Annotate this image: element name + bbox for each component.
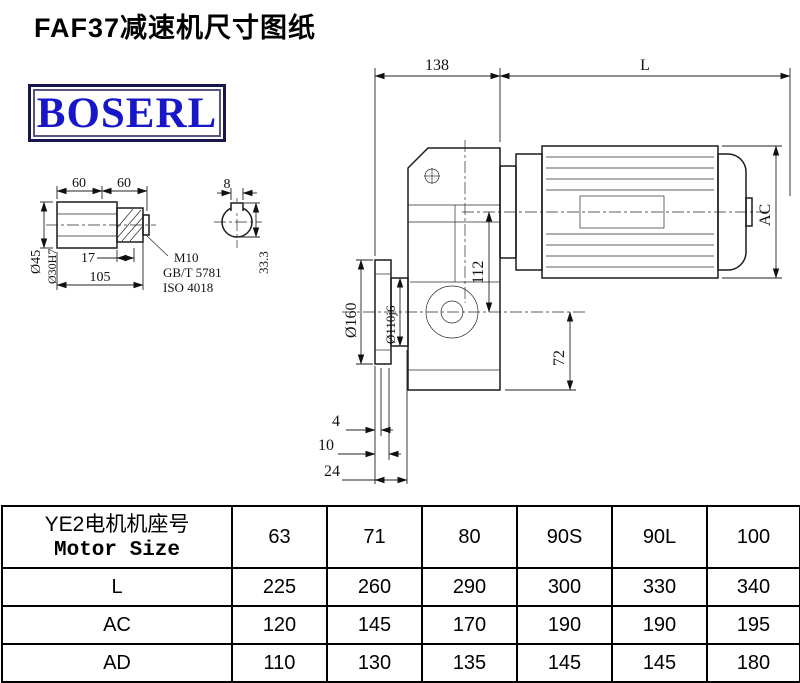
keyway-slot <box>230 202 244 211</box>
dim-offset-c: 24 <box>324 463 340 480</box>
dim-key-len: 17 <box>81 251 95 266</box>
dim-offset-b: 10 <box>318 437 334 454</box>
column-header: 80 <box>421 505 518 569</box>
dim-axis-to-base: 72 <box>551 350 568 366</box>
page-title: FAF37减速机尺寸图纸 <box>34 13 317 43</box>
row-label: L <box>1 567 233 607</box>
column-header: 90L <box>611 505 708 569</box>
dim-center-dist: 112 <box>470 261 487 284</box>
dim-shaft-len-b: 60 <box>117 176 131 191</box>
output-bearing-boss <box>425 285 479 339</box>
dim-shaft-len-a: 60 <box>72 176 86 191</box>
dim-shaft-total-len: 105 <box>90 270 111 285</box>
technical-drawing: 60 60 Ø45 Ø30H7 17 105 M10 GB/T 5781 ISO… <box>29 57 791 484</box>
table-cell: 195 <box>706 605 800 645</box>
column-header: 100 <box>706 505 800 569</box>
dim-motor-length: L <box>640 57 650 74</box>
motor-endcap <box>717 153 747 271</box>
shaft-section-detail: 8 33.3 <box>214 177 271 274</box>
table-cell: 130 <box>326 643 423 683</box>
table-row-L: L 225 260 290 300 330 340 <box>1 567 800 607</box>
table-row-AD: AD 110 130 135 145 145 180 <box>1 643 800 683</box>
table-cell: 190 <box>516 605 613 645</box>
fan-cover-stub <box>745 197 753 227</box>
table-cell: 340 <box>706 567 800 607</box>
table-cell: 260 <box>326 567 423 607</box>
dim-gearbox-width: 138 <box>425 57 449 74</box>
table-cell: 110 <box>231 643 328 683</box>
shaft-detail: 60 60 Ø45 Ø30H7 17 105 M10 GB/T 5781 ISO… <box>29 176 222 295</box>
dim-key-height: 33.3 <box>256 251 271 274</box>
dim-offset-a: 4 <box>332 413 340 430</box>
dim-spigot-dia: Ø110j6 <box>383 305 398 344</box>
column-header: 71 <box>326 505 423 569</box>
table-cell: 290 <box>421 567 518 607</box>
column-header: 63 <box>231 505 328 569</box>
row-label: AC <box>1 605 233 645</box>
dim-motor-height: AC <box>757 204 774 226</box>
dim-flange-dia: Ø160 <box>343 302 360 338</box>
dimension-table: YE2电机机座号 Motor Size 63 71 80 90S 90L 100… <box>1 505 800 683</box>
motor-size-header-cn: YE2电机机座号 <box>44 512 190 536</box>
table-cell: 225 <box>231 567 328 607</box>
table-cell: 190 <box>611 605 708 645</box>
thread-std2-label: ISO 4018 <box>163 280 213 295</box>
main-view: 138 L AC 112 72 Ø160 Ø110j6 4 10 <box>318 57 791 484</box>
table-cell: 180 <box>706 643 800 683</box>
dim-key-width: 8 <box>224 177 231 192</box>
table-cell: 330 <box>611 567 708 607</box>
table-cell: 145 <box>516 643 613 683</box>
boserl-logo: BOSERL <box>28 84 226 142</box>
dim-shaft-dia-bore: Ø30H7 <box>45 249 59 284</box>
dim-shaft-dia-outer: Ø45 <box>29 250 44 274</box>
thread-std1-label: GB/T 5781 <box>163 265 222 280</box>
boserl-logo-text: BOSERL <box>36 89 218 137</box>
table-cell: 145 <box>326 605 423 645</box>
table-cell: 145 <box>611 643 708 683</box>
table-cell: 170 <box>421 605 518 645</box>
table-row-AC: AC 120 145 170 190 190 195 <box>1 605 800 645</box>
motor-size-header-en: Motor Size <box>53 539 181 563</box>
thread-spec-label: M10 <box>174 250 199 265</box>
table-header-row: YE2电机机座号 Motor Size 63 71 80 90S 90L 100 <box>1 505 800 569</box>
table-cell: 300 <box>516 567 613 607</box>
table-cell: 135 <box>421 643 518 683</box>
motor-size-header: YE2电机机座号 Motor Size <box>1 505 233 569</box>
shaft-body <box>56 201 118 249</box>
row-label: AD <box>1 643 233 683</box>
gearbox-housing <box>407 147 501 391</box>
table-cell: 120 <box>231 605 328 645</box>
column-header: 90S <box>516 505 613 569</box>
motor-nameplate <box>579 195 665 229</box>
